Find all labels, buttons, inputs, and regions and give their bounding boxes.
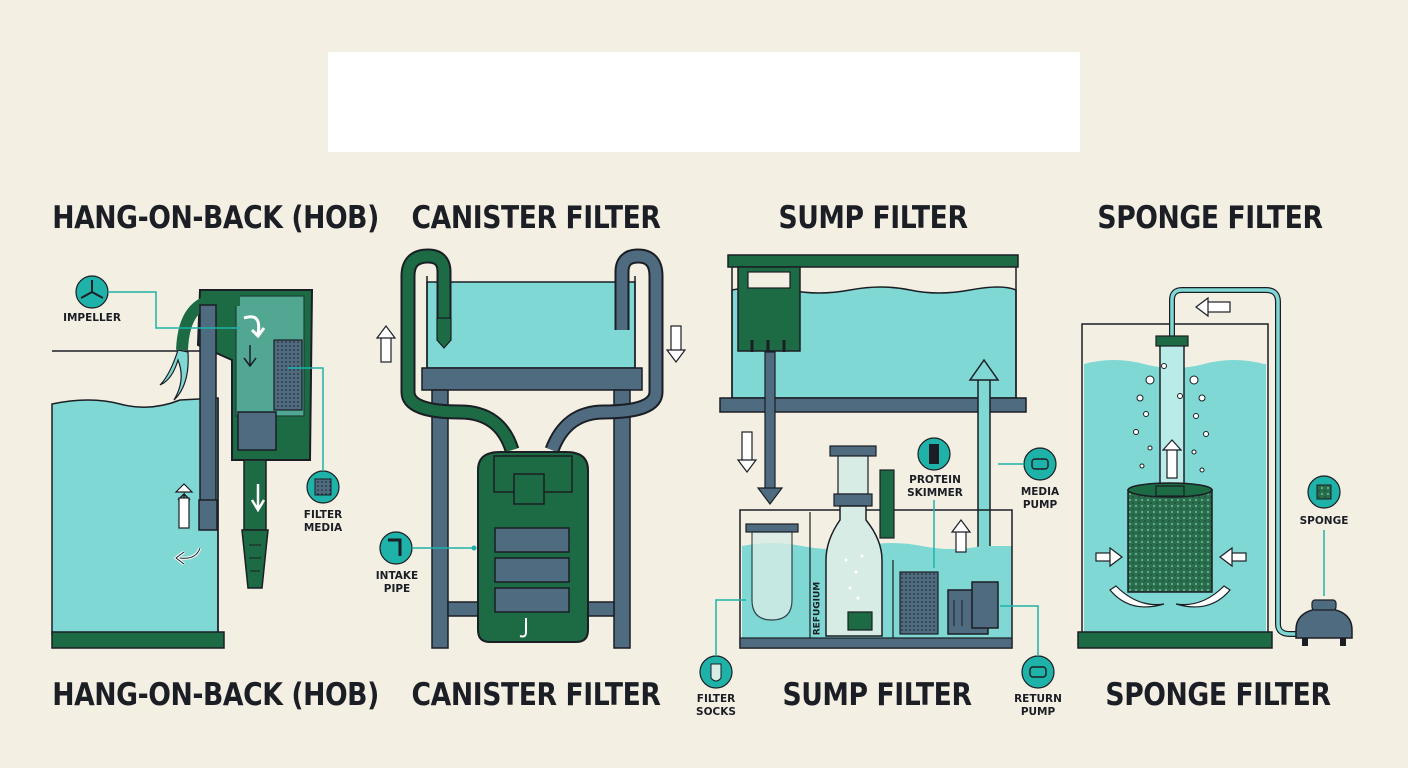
return-pump-icon [1021, 655, 1055, 689]
canister-intake-hose [402, 250, 518, 452]
sump-protein-skimmer [825, 505, 883, 637]
hob-title-bottom: HANG-ON-BACK (HOB) [52, 677, 379, 713]
sponge-title-top: SPONGE FILTER [1097, 200, 1323, 236]
sump-display-tank-rim [727, 254, 1019, 268]
hob-strainer [241, 529, 269, 589]
media-pump-label: MEDIA PUMP [1020, 486, 1060, 511]
sump-drain-pipe [764, 351, 776, 493]
flow-arrow-icon [243, 315, 266, 339]
sump-title-bottom: SUMP FILTER [782, 677, 972, 713]
sponge-diagram [1077, 287, 1353, 649]
sponge-air-pump [1295, 607, 1353, 639]
sponge-bubbles [1133, 363, 1209, 473]
flow-arrow-icon [1166, 447, 1178, 479]
media-pump-icon [1023, 447, 1057, 481]
intake-pipe-label: INTAKE PIPE [375, 570, 419, 595]
canister-title-top: CANISTER FILTER [411, 200, 661, 236]
sump-title-top: SUMP FILTER [778, 200, 968, 236]
hob-title-top: HANG-ON-BACK (HOB) [52, 200, 379, 236]
canister-tank [426, 281, 636, 369]
sump-filter-sock [751, 531, 793, 621]
hob-diagram [51, 275, 340, 649]
flow-arrow-icon [1205, 301, 1231, 313]
flow-arrow-icon [1095, 552, 1111, 562]
canister-media-tray [494, 527, 570, 553]
flow-arrow-icon [1231, 552, 1247, 562]
flow-arrow-icon [670, 325, 682, 353]
flow-arrow-icon [1109, 585, 1165, 608]
filter-socks-label: FILTER SOCKS [696, 693, 736, 718]
hob-motor [237, 411, 277, 451]
refugium-label: REFUGIUM [812, 581, 823, 636]
hob-intake-tube [199, 304, 217, 516]
canister-stand-top [421, 367, 643, 391]
canister-title-bottom: CANISTER FILTER [411, 677, 661, 713]
canister-output-hose [546, 250, 662, 453]
return-pump-label: RETURN PUMP [1014, 693, 1062, 718]
sponge-block [1127, 489, 1213, 593]
hob-tank-water [51, 397, 219, 635]
flow-arrow-icon [243, 345, 257, 368]
canister-diagram [375, 248, 687, 649]
canister-media-tray [494, 587, 570, 613]
flow-arrow-icon [250, 484, 266, 513]
flow-arrow-icon [741, 431, 753, 463]
sump-diagram [699, 254, 1057, 689]
impeller-label: IMPELLER [63, 312, 121, 324]
sponge-title-bottom: SPONGE FILTER [1105, 677, 1331, 713]
intake-pipe-icon [379, 531, 413, 565]
hob-waterfall [159, 349, 189, 401]
flow-arrow-icon [955, 529, 967, 553]
hob-filter-media [273, 339, 303, 411]
sponge-airline [1170, 288, 1300, 636]
filter-media-label: FILTER MEDIA [303, 509, 343, 534]
sump-media-block [899, 571, 939, 635]
flow-arrow-icon [1175, 585, 1231, 608]
title-banner [328, 52, 1080, 152]
canister-media-tray [494, 557, 570, 583]
protein-skimmer-label: PROTEIN SKIMMER [907, 474, 963, 499]
sponge-label: SPONGE [1299, 515, 1349, 527]
hob-tank-base [51, 631, 225, 649]
